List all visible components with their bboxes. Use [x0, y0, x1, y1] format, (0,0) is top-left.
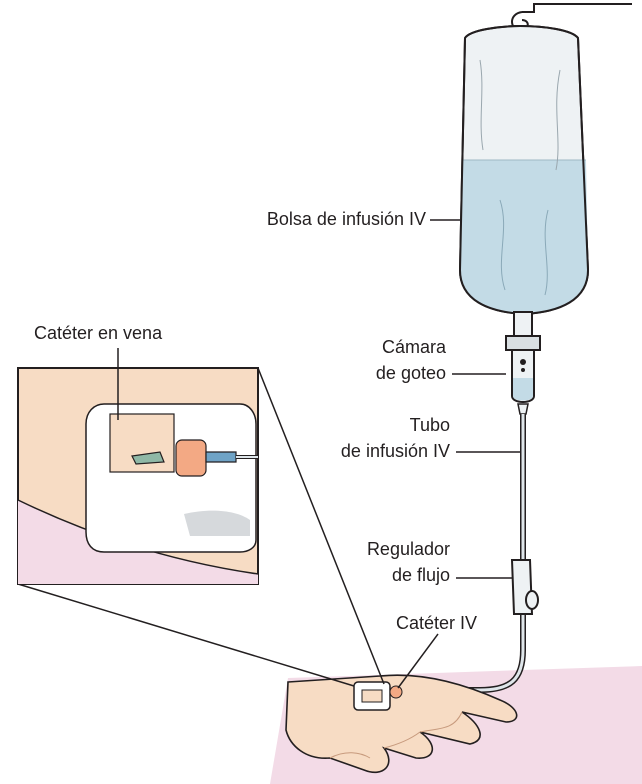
label-catheter-in-vein: Catéter en vena	[34, 323, 163, 343]
label-regulator-2: de flujo	[391, 565, 450, 585]
label-tube-2: de infusión IV	[340, 441, 450, 461]
label-iv-bag: Bolsa de infusión IV	[266, 209, 426, 229]
iv-bag	[458, 24, 590, 337]
drip-chamber	[505, 335, 541, 415]
magnified-inset	[17, 348, 259, 585]
label-tube-1: Tubo	[409, 415, 450, 435]
hand	[285, 674, 518, 773]
zoom-lines	[17, 367, 385, 687]
label-drip-chamber-2: de goteo	[375, 363, 446, 383]
iv-fluid	[460, 160, 588, 314]
label-regulator-1: Regulador	[366, 539, 450, 559]
label-catheter: Catéter IV	[396, 613, 478, 633]
leader-lines	[397, 219, 520, 689]
label-drip-chamber-1: Cámara	[381, 337, 446, 357]
flow-regulator	[510, 559, 539, 615]
